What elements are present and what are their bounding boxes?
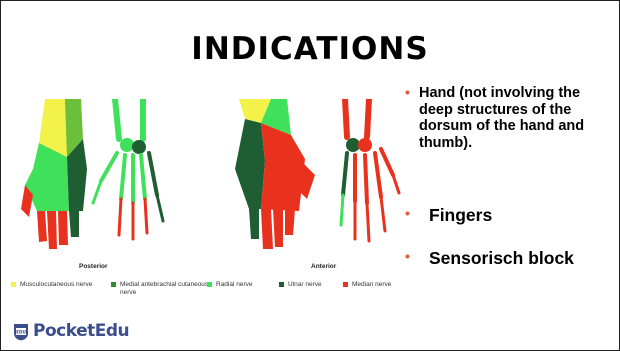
nerve-distribution-figure: [9, 99, 401, 269]
legend-swatch: [111, 282, 116, 287]
bullet-fingers: • Fingers: [405, 205, 492, 226]
caption-anterior: Anterior: [311, 263, 336, 270]
slide-title: INDICATIONS: [1, 31, 619, 67]
bullet-dot-icon: •: [405, 248, 410, 264]
anterior-skeleton: [341, 99, 399, 241]
legend-swatch: [207, 282, 212, 287]
bullet-dot-icon: •: [405, 84, 410, 101]
legend-label: Musculocutaneous nerve: [20, 281, 110, 289]
legend-label: Medial antebrachial cutaneous nerve: [120, 281, 210, 296]
anterior-skin-hand: [235, 99, 315, 249]
bullet-hand-text: Hand (not involving the deep structures …: [419, 85, 584, 151]
logo-brand-text: PocketEdu: [33, 321, 129, 341]
legend-swatch: [343, 282, 348, 287]
bullet-dot-icon: •: [405, 205, 410, 221]
posterior-skin-hand: [21, 99, 87, 249]
caption-posterior: Posterior: [79, 263, 108, 270]
indication-list: • Hand (not involving the deep structure…: [405, 85, 617, 151]
legend-swatch: [11, 282, 16, 287]
posterior-skeleton: [93, 99, 163, 239]
legend-swatch: [279, 282, 284, 287]
legend-label: Median nerve: [352, 281, 442, 289]
bullet-sensory-block: • Sensorisch block: [405, 248, 574, 269]
edu-badge-text: EDU: [16, 330, 26, 335]
edu-badge-icon: EDU: [13, 323, 29, 341]
bullet-sensory-block-text: Sensorisch block: [429, 248, 574, 268]
bullet-fingers-text: Fingers: [429, 205, 492, 225]
bullet-hand: • Hand (not involving the deep structure…: [405, 85, 617, 151]
